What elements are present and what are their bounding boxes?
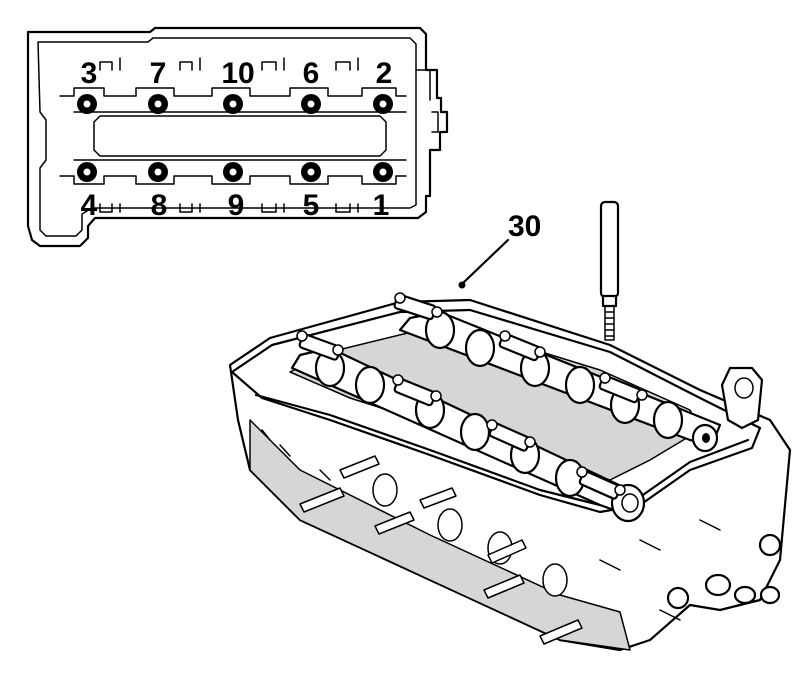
seq-label-top-1: 3 — [81, 57, 98, 90]
cam-lobe-e4 — [564, 365, 596, 405]
intake-port-4 — [542, 563, 568, 597]
callout-label: 30 — [508, 210, 541, 243]
callout-leader-line — [461, 238, 510, 285]
seq-label-bottom-4: 5 — [303, 189, 320, 222]
cylinder-head — [228, 292, 792, 652]
inset-lower-rail — [59, 175, 407, 185]
seq-label-bottom-3: 9 — [228, 189, 245, 222]
stud-7 — [539, 619, 583, 645]
tightening-sequence-inset: 3 7 10 6 2 4 8 9 5 1 — [26, 26, 449, 248]
seq-label-top-3: 10 — [221, 57, 254, 90]
cam-lobe-i6 — [554, 458, 586, 498]
seq-label-top-4: 6 — [303, 57, 320, 90]
callout-30: 30 — [458, 210, 541, 289]
cam-lobe-e6 — [652, 400, 684, 440]
fitting-1 — [758, 533, 782, 557]
cam-lobe-i2 — [354, 365, 386, 405]
fitting-5 — [666, 586, 690, 610]
guide-stud-collar — [601, 294, 618, 308]
inset-bolts — [77, 94, 393, 182]
inset-plate-inner-contour — [37, 37, 417, 237]
inset-bottom-teeth — [99, 203, 359, 213]
fitting-3 — [733, 585, 757, 605]
head-side-details — [261, 429, 721, 621]
intake-port-2 — [437, 508, 463, 542]
bolt-star-markers — [83, 100, 387, 176]
guide-stud — [599, 200, 620, 341]
head-gasket-line — [254, 393, 750, 507]
cap-bolts — [296, 292, 648, 496]
seq-label-top-2: 7 — [150, 57, 167, 90]
lifting-eye-hole — [734, 377, 754, 399]
stud-3 — [374, 511, 415, 535]
inset-center-channel — [93, 115, 387, 157]
fitting-2 — [704, 573, 732, 597]
head-side-face — [249, 419, 631, 651]
stud-1 — [299, 487, 345, 513]
guide-stud-thread — [604, 305, 615, 341]
manifold-studs — [299, 455, 583, 645]
inset-upper-rail — [59, 87, 407, 97]
camshaft-exhaust — [398, 310, 722, 453]
inset-tab-right-upper — [415, 69, 431, 101]
bearing-caps — [296, 292, 648, 500]
cam-lobe-e2 — [464, 328, 496, 368]
seq-label-bottom-5: 1 — [373, 189, 390, 222]
callout-leader-dot — [458, 281, 466, 289]
stud-5 — [487, 539, 527, 564]
stud-6 — [483, 574, 525, 599]
cam-lobe-i4 — [459, 412, 491, 452]
cam-end-exhaust-bore — [702, 433, 710, 443]
camshaft-intake — [290, 346, 646, 523]
inset-tab-right-lower — [431, 111, 439, 133]
cam-end-intake-inner — [621, 493, 639, 513]
seq-label-top-5: 2 — [376, 57, 393, 90]
inset-top-teeth — [99, 57, 359, 71]
head-fittings — [666, 533, 782, 610]
seq-label-bottom-1: 4 — [81, 189, 98, 222]
seq-label-bottom-2: 8 — [151, 189, 168, 222]
stud-2 — [339, 455, 380, 479]
fitting-4 — [759, 585, 781, 605]
stud-4 — [419, 487, 457, 509]
intake-port-1 — [372, 473, 398, 507]
guide-stud-shank — [599, 200, 620, 299]
